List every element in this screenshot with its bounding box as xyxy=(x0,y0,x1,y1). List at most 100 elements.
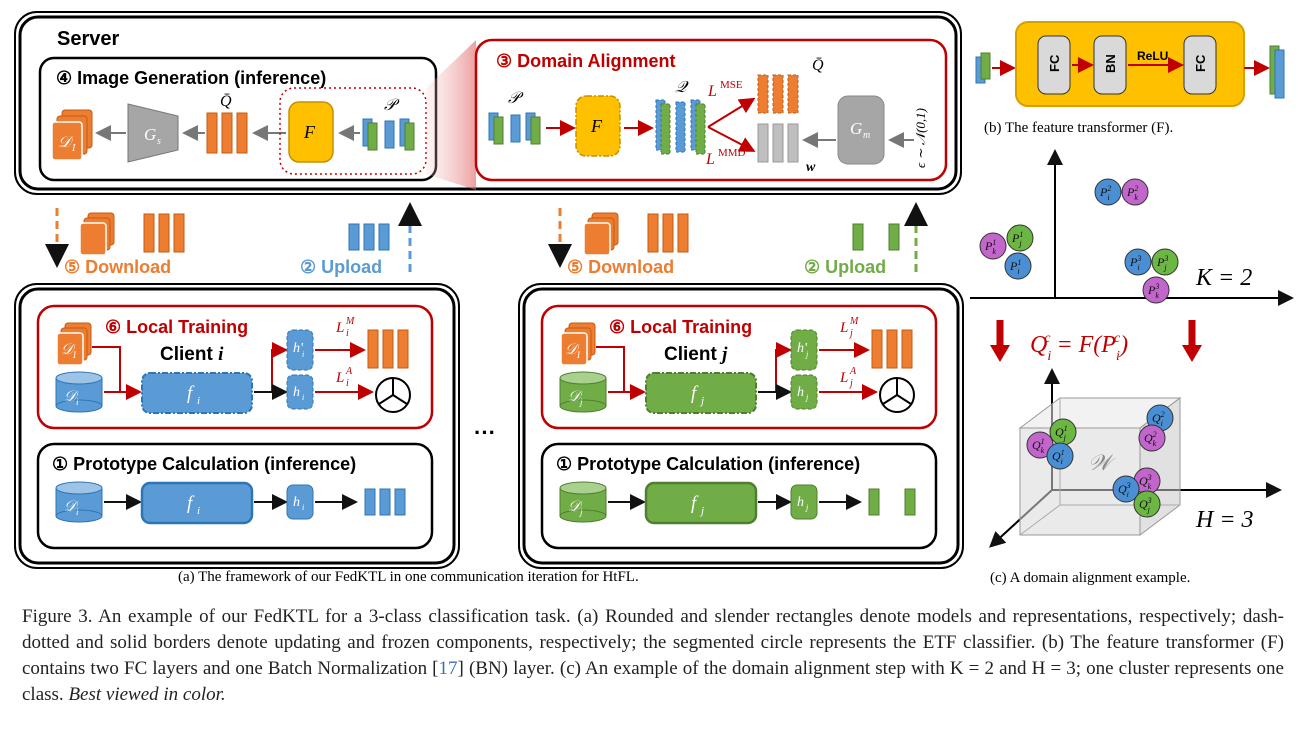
zoom-wedge xyxy=(426,40,476,190)
etf-classifier-icon xyxy=(879,377,915,413)
svg-text:P3j: P3j xyxy=(1156,254,1168,272)
feature-transformer-caption: (b) The feature transformer (F). xyxy=(984,120,1173,136)
svg-text:𝒟: 𝒟 xyxy=(565,342,580,358)
svg-text:f: f xyxy=(187,493,195,514)
svg-text:G: G xyxy=(850,119,862,138)
image-generation-title: ④ Image Generation (inference) xyxy=(56,68,326,88)
local-training-title-i: ⑥ Local Training xyxy=(105,317,248,337)
feature-transformer-f: F xyxy=(288,101,334,163)
domain-alignment-title: ③ Domain Alignment xyxy=(496,51,675,71)
svg-text:h: h xyxy=(797,495,804,510)
svg-text:i: i xyxy=(302,393,304,402)
client-i-box: ⑥ Local Training Client i 𝒟 I 𝒟 i f i h'… xyxy=(14,283,460,569)
flow-left: ⑤ Download ② Upload xyxy=(45,202,422,277)
model-f-i-updating: f i xyxy=(141,372,253,414)
svg-text:𝒟: 𝒟 xyxy=(64,389,79,405)
svg-text:F: F xyxy=(590,116,603,136)
svg-text:MMD: MMD xyxy=(718,147,746,159)
caption-a: (a) The framework of our FedKTL in one c… xyxy=(178,569,639,585)
model-f-j-updating: f j xyxy=(645,372,757,414)
svg-text:j: j xyxy=(699,395,704,407)
svg-text:i: i xyxy=(76,397,79,407)
loss-mse: L xyxy=(707,83,717,100)
download-label-left: ⑤ Download xyxy=(64,257,171,277)
svg-text:Q3i: Q3i xyxy=(1118,481,1131,499)
svg-text:I: I xyxy=(71,143,76,154)
svg-text:i: i xyxy=(346,328,349,339)
download-images-icon-left xyxy=(79,212,115,256)
svg-text:j: j xyxy=(805,393,809,402)
svg-text:L: L xyxy=(839,320,848,336)
da-w-vectors: w xyxy=(757,123,816,175)
svg-text:𝒟: 𝒟 xyxy=(568,499,583,515)
svg-text:j: j xyxy=(805,350,809,359)
svg-text:L: L xyxy=(335,320,344,336)
svg-text:m: m xyxy=(863,130,870,141)
svg-text:L: L xyxy=(839,370,848,386)
svg-text:Q1i: Q1i xyxy=(1052,448,1065,466)
da-q-representations: 𝒬 xyxy=(655,79,706,155)
client-j-box: ⑥ Local Training Client j 𝒟 I 𝒟 j f j h'… xyxy=(518,283,964,569)
svg-text:𝒟: 𝒟 xyxy=(58,134,74,151)
upload-label-right: ② Upload xyxy=(804,257,886,277)
svg-text:A: A xyxy=(345,366,353,377)
h-label: H = 3 xyxy=(1195,507,1254,533)
svg-text:Q1k: Q1k xyxy=(1032,437,1045,455)
svg-text:P2i: P2i xyxy=(1099,184,1111,202)
k-label: K = 2 xyxy=(1195,265,1252,291)
prototype-calc-title-i: ① Prototype Calculation (inference) xyxy=(52,454,356,474)
svg-text:P1k: P1k xyxy=(984,238,996,256)
upload-label-left: ② Upload xyxy=(300,257,382,277)
svg-text:s: s xyxy=(157,136,161,147)
epsilon-noise: ϵ ∼ 𝒩(0,1) xyxy=(913,108,928,168)
svg-text:f: f xyxy=(691,383,699,404)
local-training-title-j: ⑥ Local Training xyxy=(609,317,752,337)
svg-text:i: i xyxy=(197,395,200,407)
svg-text:h: h xyxy=(293,495,300,510)
da-qbar: Q̄ xyxy=(757,57,824,114)
svg-text:𝒬: 𝒬 xyxy=(675,79,689,96)
svg-text:i: i xyxy=(302,503,304,512)
svg-text:h': h' xyxy=(797,341,808,356)
caption-c: (c) A domain alignment example. xyxy=(990,570,1190,586)
svg-text:P3k: P3k xyxy=(1147,282,1159,300)
generator-gm: G m xyxy=(837,95,885,165)
svg-text:j: j xyxy=(805,503,809,512)
mapping-formula: Qic = F(Pic) xyxy=(1030,331,1128,364)
svg-text:𝒟: 𝒟 xyxy=(568,389,583,405)
svg-text:L: L xyxy=(335,370,344,386)
svg-text:ReLU: ReLU xyxy=(1137,49,1168,63)
generator-gs: G s xyxy=(127,103,179,163)
svg-text:F: F xyxy=(303,122,316,142)
svg-text:MSE: MSE xyxy=(720,79,743,91)
svg-text:G: G xyxy=(144,125,156,144)
svg-text:P1j: P1j xyxy=(1011,230,1023,248)
svg-text:Q2i: Q2i xyxy=(1152,410,1165,428)
dataset-cylinder-j: 𝒟 j xyxy=(559,371,607,413)
svg-text:A: A xyxy=(849,366,857,377)
qbar-representations: Q̄ xyxy=(206,93,248,154)
svg-text:Q̄: Q̄ xyxy=(220,93,232,110)
svg-text:P1i: P1i xyxy=(1009,258,1021,276)
svg-text:j: j xyxy=(848,328,853,339)
domain-alignment-panel: ③ Domain Alignment 𝒫 F 𝒬 L MSE L xyxy=(474,38,948,182)
svg-text:i: i xyxy=(197,505,200,517)
svg-text:𝒟: 𝒟 xyxy=(61,342,76,358)
svg-text:h': h' xyxy=(293,341,304,356)
svg-text:Q1j: Q1j xyxy=(1055,424,1068,442)
svg-text:FC: FC xyxy=(1047,54,1062,72)
svg-text:h: h xyxy=(293,385,300,400)
svg-text:i: i xyxy=(346,378,349,389)
